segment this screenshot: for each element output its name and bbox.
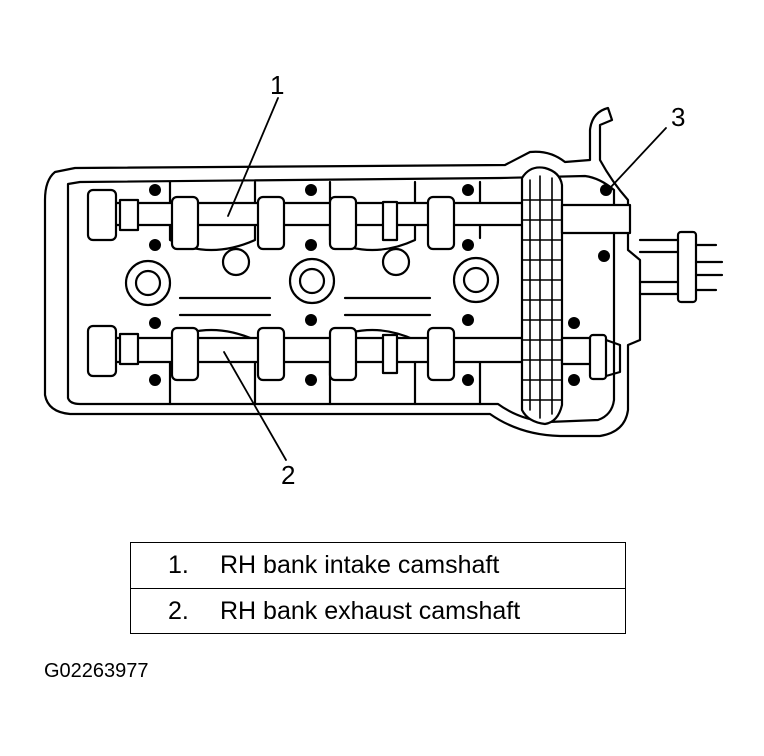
bolt (305, 374, 317, 386)
camshaft-timing-gear (520, 166, 632, 426)
callout-2-leader (223, 351, 287, 461)
legend-label: RH bank intake camshaft (220, 551, 500, 579)
sensor-connector (588, 230, 724, 381)
bolt (305, 314, 317, 326)
cylinder-head-diagram (43, 97, 724, 461)
bolt (149, 239, 161, 251)
intake-camshaft (86, 188, 539, 251)
bolt (149, 317, 161, 329)
figure-id: G02263977 (44, 660, 149, 682)
callout-3: 3 (671, 102, 686, 132)
spark-plug-hole-1 (124, 259, 172, 307)
bolt (462, 184, 474, 196)
bolt (305, 239, 317, 251)
legend-row: 2. RH bank exhaust camshaft (131, 588, 625, 633)
cylinder-head-inner-outline (66, 174, 616, 424)
bolt (568, 374, 580, 386)
callout-1: 1 (270, 70, 285, 100)
bolt (149, 374, 161, 386)
legend-number: 2. (168, 597, 189, 625)
bolt (598, 250, 610, 262)
legend-table: 1. RH bank intake camshaft 2. RH bank ex… (130, 542, 626, 634)
bolt (462, 314, 474, 326)
bolt (568, 317, 580, 329)
head-bolts (149, 184, 612, 386)
legend-label: RH bank exhaust camshaft (220, 597, 521, 625)
callout-1-leader (227, 97, 279, 217)
bolt (149, 184, 161, 196)
bolt (462, 374, 474, 386)
spark-plug-hole-2 (288, 257, 336, 305)
cylinder-head-outline (43, 106, 642, 438)
legend-row: 1. RH bank intake camshaft (131, 543, 625, 588)
bolt (305, 184, 317, 196)
callout-3-leader (609, 127, 667, 189)
bolt (462, 239, 474, 251)
callout-2: 2 (281, 460, 296, 490)
bolt (600, 184, 612, 196)
exhaust-camshaft (86, 324, 539, 382)
legend-number: 1. (168, 551, 189, 579)
spark-plug-hole-3 (452, 256, 500, 304)
